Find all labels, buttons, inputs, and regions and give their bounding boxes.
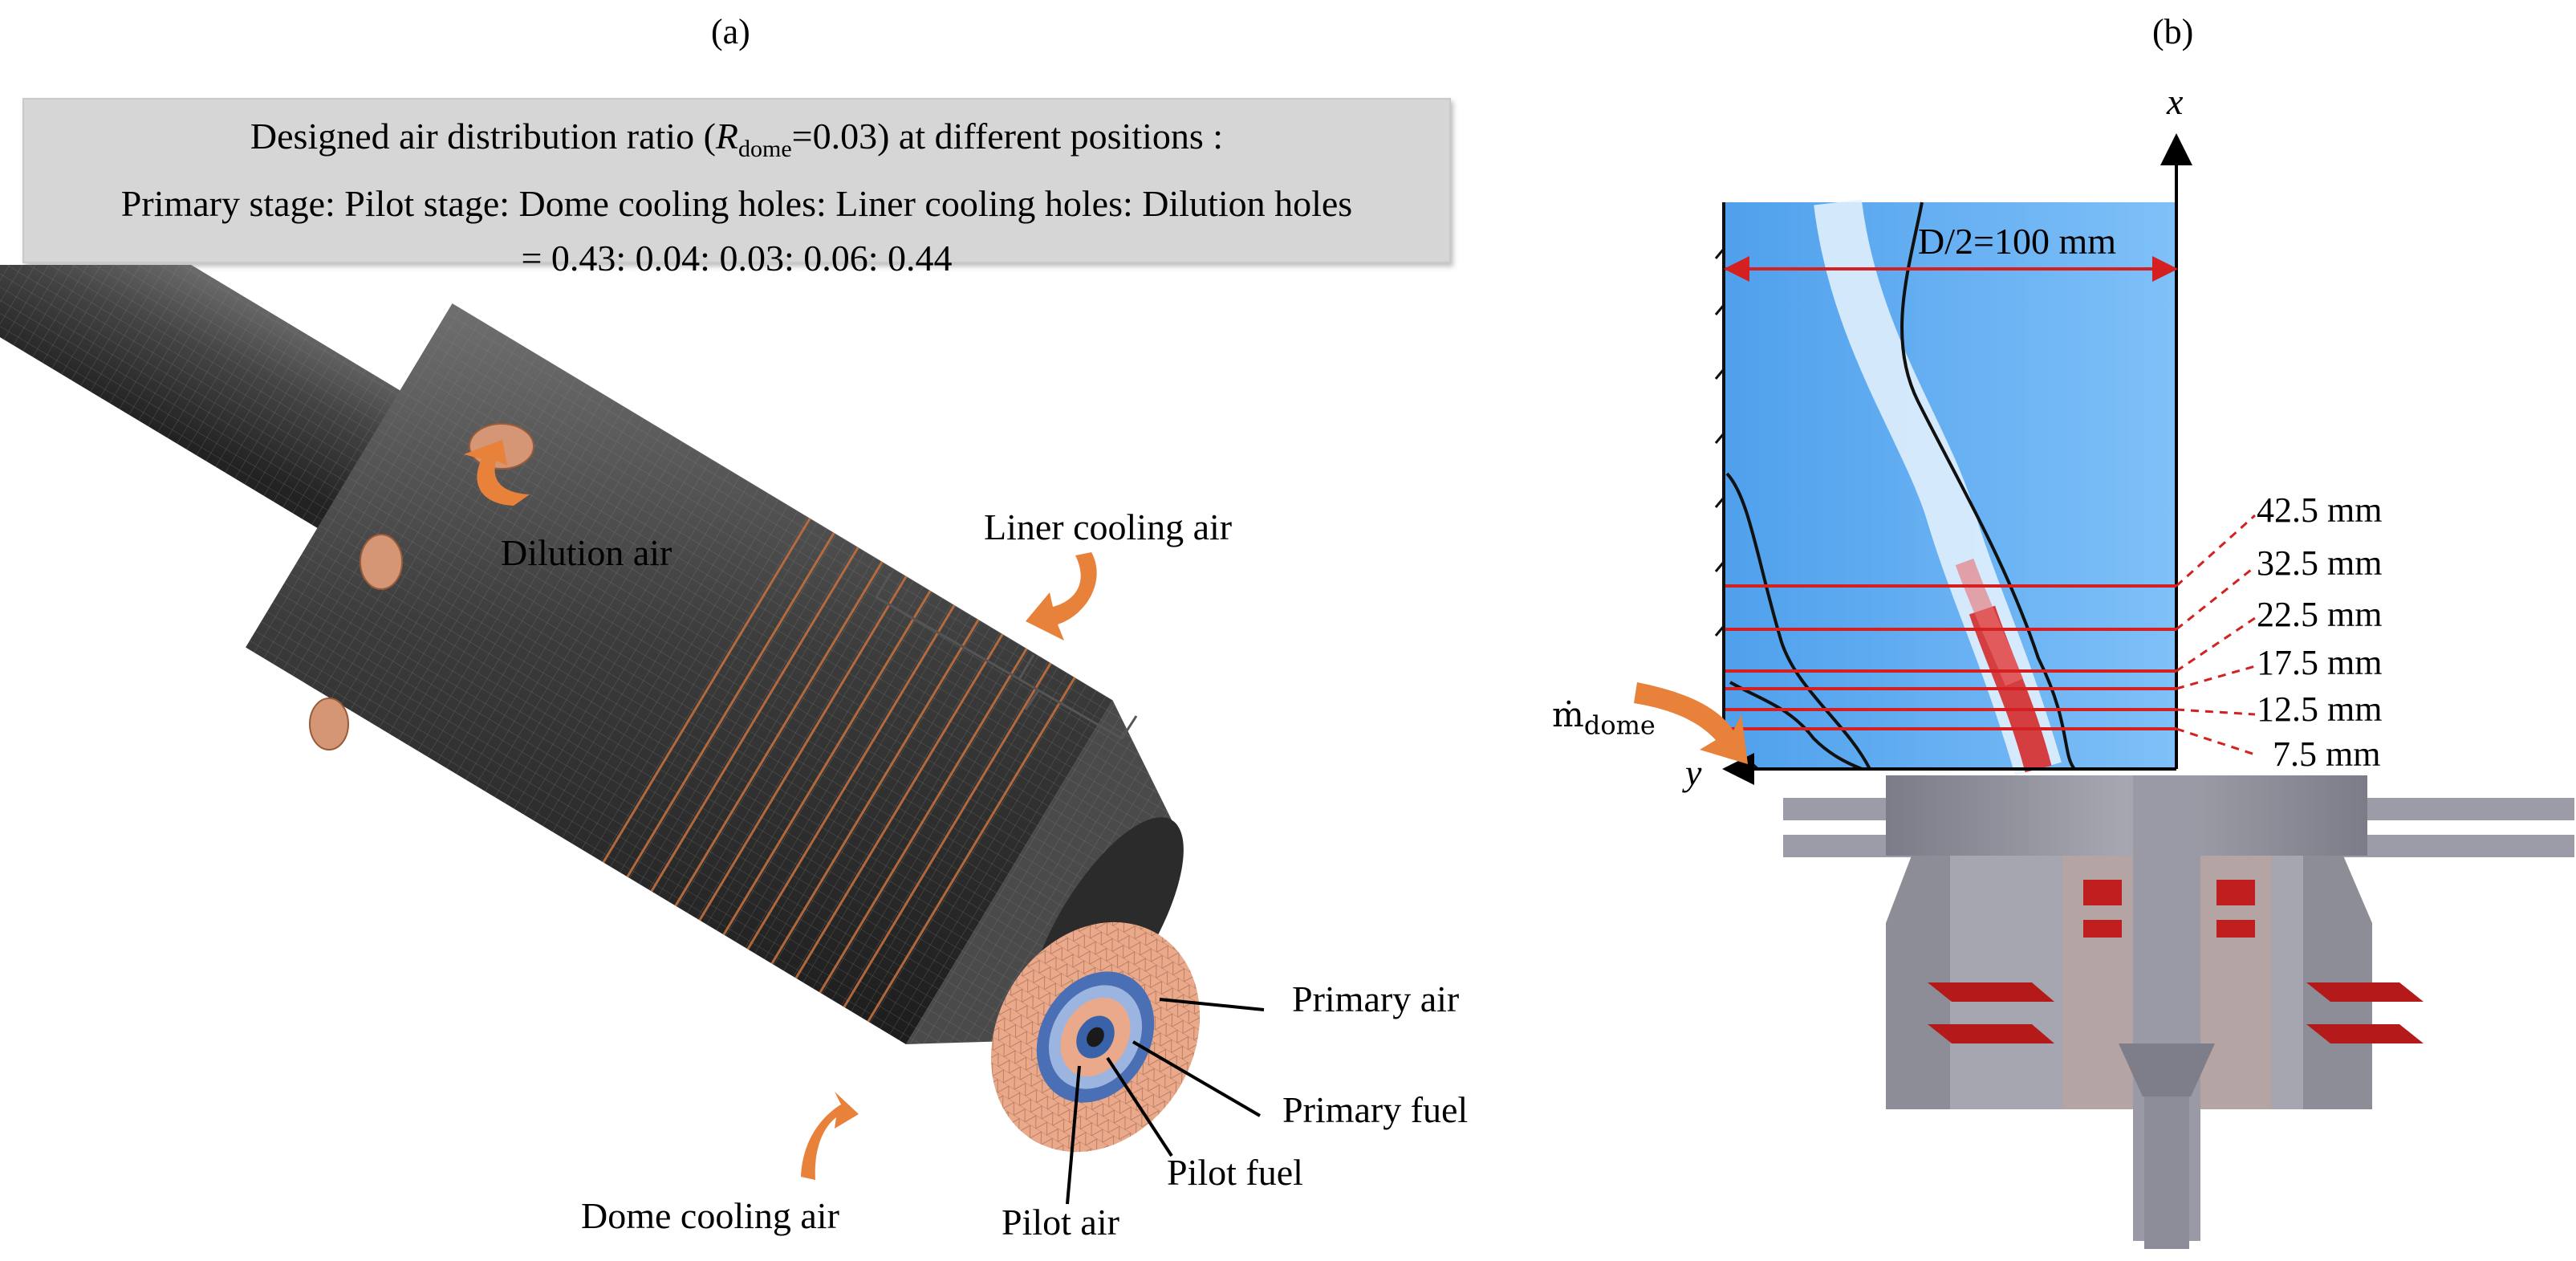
y-axis-label: y [1685,752,1702,793]
measurement-leaders [2175,514,2257,756]
panel-b-label: (b) [2152,12,2194,51]
mdot-symbol: ṁ [1552,695,1584,734]
x-axis-label: x [2167,81,2184,122]
primary-fuel-label: Primary fuel [1282,1089,1469,1130]
info-line-1-prefix: Designed air distribution ratio ( [250,116,716,157]
primary-air-label: Primary air [1292,978,1460,1019]
pilot-fuel-leader [1106,1056,1173,1157]
liner-cooling-air-label: Liner cooling air [984,506,1233,547]
info-line-1: Designed air distribution ratio (Rdome=0… [24,109,1449,177]
dome-mass-flow-arrow [1634,682,1748,764]
height-label-42-5: 42.5 mm [2257,490,2383,530]
info-line-1-suffix: =0.03) at different positions : [791,116,1224,157]
height-label-32-5: 32.5 mm [2257,543,2383,583]
dilution-air-label: Dilution air [501,532,672,573]
injector-face [990,921,1201,1153]
measurement-lines [1725,584,2176,730]
dome-cooling-air-label: Dome cooling air [581,1195,839,1236]
info-ratio-symbol: R [715,116,739,157]
height-label-17-5: 17.5 mm [2257,643,2383,682]
dome-mass-flow-label: ṁdome [1552,695,1656,740]
primary-air-leader [1159,998,1265,1011]
primary-fuel-leader [1132,1040,1262,1117]
height-label-12-5: 12.5 mm [2257,689,2383,729]
liner-body [246,303,1184,1044]
mdot-subscript: dome [1583,710,1656,741]
flow-field-and-injector-illustration [1634,133,2574,1249]
dome-cooling-air-arrow [801,1092,859,1180]
pilot-air-label: Pilot air [1002,1202,1119,1243]
air-distribution-info-box: Designed air distribution ratio (Rdome=0… [22,98,1451,279]
flow-domain [1714,199,2176,776]
dilution-hole [309,698,349,750]
combustor-mesh-illustration [0,265,1265,1205]
info-ratio-subscript: dome [738,136,792,163]
panel-a-label: (a) [711,12,750,51]
injector-hardware [1783,775,2574,1249]
dilution-air-arrow [464,440,530,506]
pilot-air-leader [1066,1065,1081,1205]
pilot-fuel-label: Pilot fuel [1167,1152,1303,1193]
radius-dimension-label: D/2=100 mm [1918,221,2117,262]
liner-cooling-bracket [875,572,1138,740]
dilution-hole [360,534,403,590]
info-line-3: = 0.43: 0.04: 0.03: 0.06: 0.44 [521,238,953,279]
info-line-2: Primary stage: Pilot stage: Dome cooling… [120,183,1353,225]
height-label-22-5: 22.5 mm [2257,595,2383,634]
height-label-7-5: 7.5 mm [2273,734,2381,774]
liner-cooling-air-arrow [1026,552,1097,641]
